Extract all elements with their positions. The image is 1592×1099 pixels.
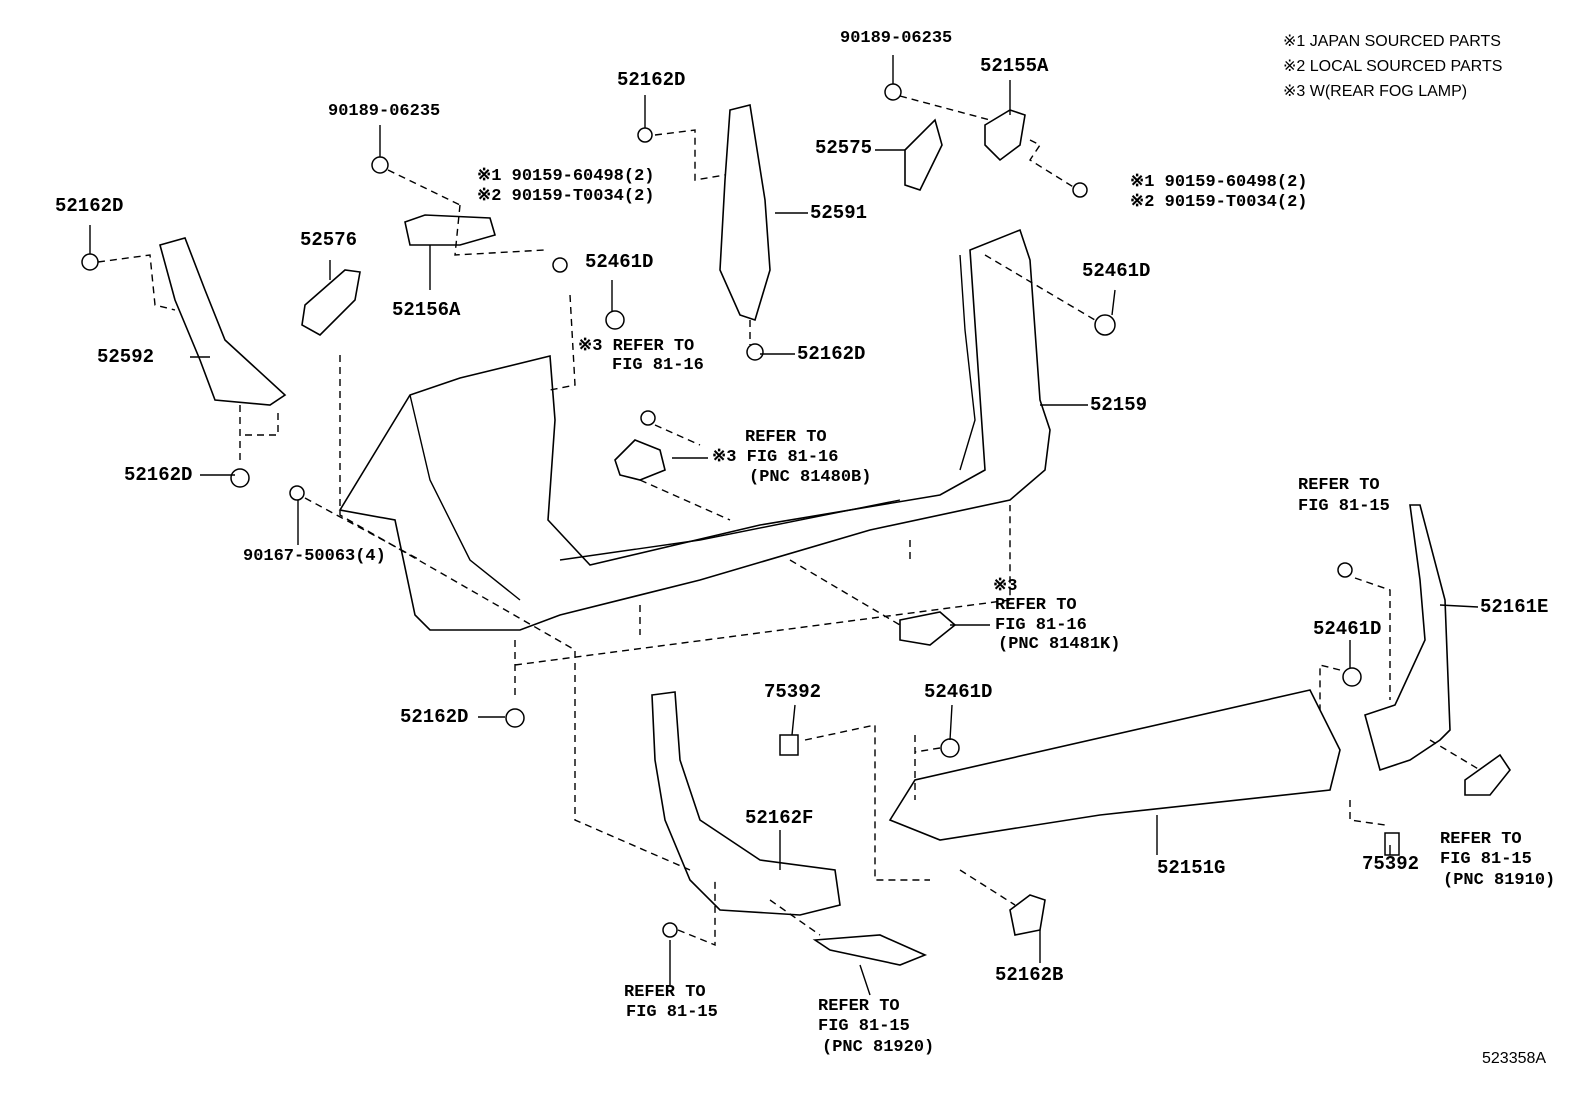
extension-52161E <box>1364 504 1451 772</box>
reference-label[interactable]: ※3 REFER TO <box>578 337 695 356</box>
bracket-52155A <box>984 109 1026 162</box>
part-label[interactable]: 52151G <box>1157 857 1226 879</box>
part-label[interactable]: 52159 <box>1090 394 1148 416</box>
part-label[interactable]: 52461D <box>585 251 654 273</box>
reference-label[interactable]: FIG 81-15 <box>626 1003 718 1022</box>
part-label[interactable]: 52162B <box>995 964 1064 986</box>
extension-52162F <box>651 691 841 916</box>
reflector-81910 <box>1464 753 1511 796</box>
reference-label[interactable]: FIG 81-15 <box>1298 497 1390 516</box>
assembly-lines <box>97 95 1481 947</box>
legend-local-sourced: ※2 LOCAL SOURCED PARTS <box>1283 58 1503 75</box>
bracket-52156A <box>404 214 496 246</box>
bracket-52576 <box>301 269 361 336</box>
part-label[interactable]: 52162D <box>797 343 866 365</box>
part-label[interactable]: 52575 <box>815 137 873 159</box>
reference-label[interactable]: ※3 <box>993 577 1018 596</box>
part-label[interactable]: 52162D <box>617 69 686 91</box>
part-label[interactable]: ※1 90159-60498(2) <box>1130 173 1308 192</box>
bracket-52575 <box>904 118 943 191</box>
reference-label[interactable]: (PNC 81481K) <box>998 635 1121 654</box>
part-label[interactable]: 52162D <box>55 195 124 217</box>
bumper-cover-52159 <box>338 228 1051 631</box>
part-label[interactable]: ※2 90159-T0034(2) <box>1130 193 1308 212</box>
reference-label[interactable]: FIG 81-15 <box>818 1017 910 1036</box>
bracket-52592 <box>159 237 287 406</box>
part-label[interactable]: 52162F <box>745 807 814 829</box>
part-label[interactable]: 90189-06235 <box>328 102 441 121</box>
reference-label[interactable]: REFER TO <box>745 428 827 447</box>
reference-label[interactable]: FIG 81-16 <box>612 356 704 375</box>
part-label[interactable]: 52461D <box>1082 260 1151 282</box>
part-label[interactable]: ※2 90159-T0034(2) <box>477 187 655 206</box>
part-label[interactable]: ※1 90159-60498(2) <box>477 167 655 186</box>
reference-label[interactable]: REFER TO <box>995 596 1077 615</box>
legend-japan-sourced: ※1 JAPAN SOURCED PARTS <box>1283 33 1501 50</box>
part-label[interactable]: 52155A <box>980 55 1049 77</box>
fog-lamp-bracket-81480B <box>614 439 666 481</box>
fog-lamp-81481K <box>899 611 957 646</box>
leader-lines <box>89 55 1479 996</box>
part-label[interactable]: 52162D <box>124 464 193 486</box>
part-label[interactable]: 52576 <box>300 229 358 251</box>
part-label[interactable]: 75392 <box>1362 853 1420 875</box>
reference-label[interactable]: (PNC 81480B) <box>749 468 872 487</box>
reference-label[interactable]: REFER TO <box>1298 476 1380 495</box>
reference-label[interactable]: REFER TO <box>1440 830 1522 849</box>
part-label[interactable]: 90167-50063(4) <box>243 547 386 566</box>
reference-label[interactable]: REFER TO <box>624 983 706 1002</box>
reference-label[interactable]: (PNC 81920) <box>822 1038 935 1057</box>
part-label[interactable]: 52461D <box>924 681 993 703</box>
reference-label[interactable]: REFER TO <box>818 997 900 1016</box>
cover-52162B <box>1009 894 1046 936</box>
figure-id: 523358A <box>1482 1050 1547 1067</box>
moulding-52151G <box>888 689 1341 841</box>
part-label[interactable]: 52461D <box>1313 618 1382 640</box>
fasteners <box>81 83 1400 938</box>
part-label[interactable]: 52162D <box>400 706 469 728</box>
reference-label[interactable]: (PNC 81910) <box>1443 871 1556 890</box>
part-label[interactable]: 52592 <box>97 346 155 368</box>
part-label[interactable]: 75392 <box>764 681 822 703</box>
reference-label[interactable]: FIG 81-15 <box>1440 850 1532 869</box>
part-label[interactable]: 52161E <box>1480 596 1549 618</box>
part-label[interactable]: 52156A <box>392 299 461 321</box>
reflector-81920 <box>812 934 928 966</box>
reference-label[interactable]: FIG 81-16 <box>995 616 1087 635</box>
bracket-52591 <box>719 104 771 322</box>
part-label[interactable]: 52591 <box>810 202 868 224</box>
reference-label[interactable]: ※3 FIG 81-16 <box>712 448 839 467</box>
part-label[interactable]: 90189-06235 <box>840 29 953 48</box>
legend-rear-fog-lamp: ※3 W(REAR FOG LAMP) <box>1283 83 1468 100</box>
